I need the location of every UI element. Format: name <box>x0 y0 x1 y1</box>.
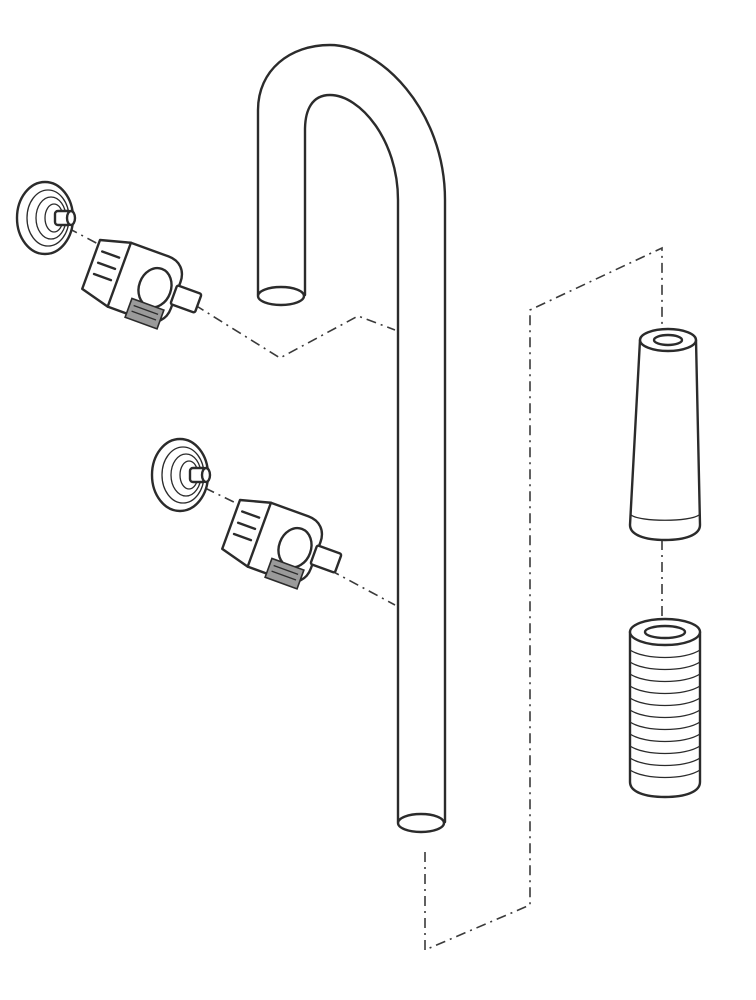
intake-strainer <box>628 617 702 799</box>
intake-tube-cover-body <box>628 338 702 542</box>
intake-tube-cover <box>628 327 702 542</box>
pipe-clip-lower-tab <box>309 544 343 574</box>
suction-cup-upper <box>15 180 77 256</box>
intake-pipe-bottom-opening <box>396 812 446 834</box>
pipe-to-strainer-guide-line <box>424 246 663 952</box>
pipe-clip-upper-tab <box>169 284 203 314</box>
suction-cup-lower <box>150 437 212 513</box>
intake-strainer-body <box>628 630 702 799</box>
intake-strainer-ribs <box>629 649 701 779</box>
intake-pipe <box>256 43 447 834</box>
pipe-clip-upper <box>81 238 203 330</box>
intake-pipe-body <box>256 43 447 824</box>
upper-clip-leader-line <box>67 227 396 359</box>
pipe-clip-lower <box>221 498 343 590</box>
intake-pipe-top-opening <box>256 285 306 307</box>
lower-clip-leader-line <box>204 487 396 606</box>
assembly-guide-lines <box>67 227 663 952</box>
